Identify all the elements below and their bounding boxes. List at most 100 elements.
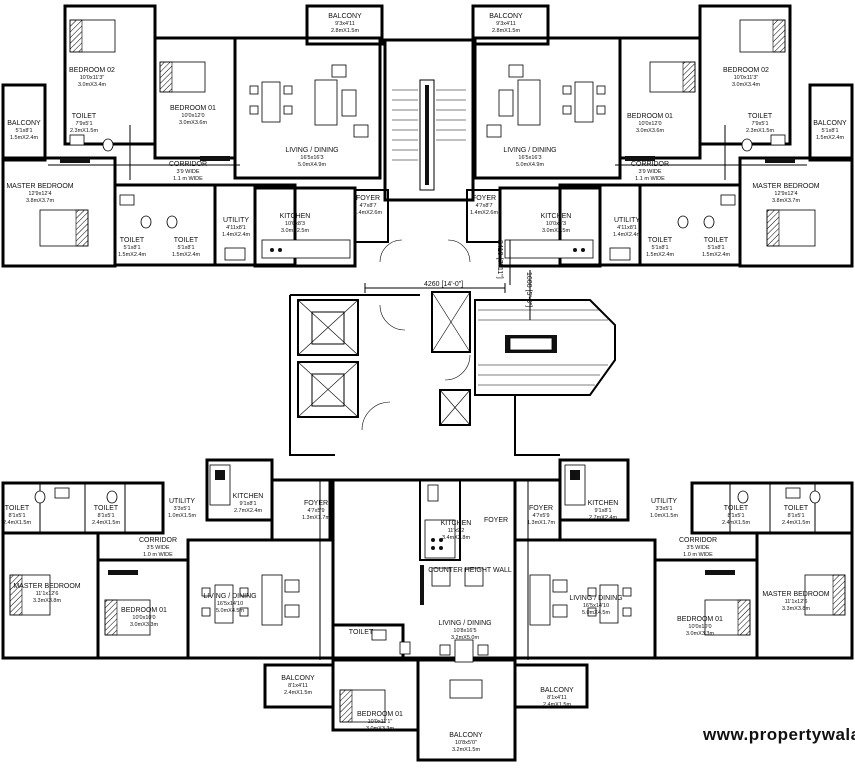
room-label-line: 3.0mX3.4m	[78, 82, 107, 88]
room-label-line: 10'0x12'0	[181, 113, 204, 119]
room-label-line: 1.4mX2.4m	[222, 232, 251, 238]
room-label-line: 4'11x8'1	[226, 225, 246, 231]
room-label-line: 3.2mX5.0m	[451, 635, 480, 641]
lobby-width-dimension: 4260 [14'-0"]	[424, 281, 463, 288]
watermark: www.propertywala.com	[702, 725, 855, 744]
room-label-line: LIVING / DINING	[285, 147, 338, 154]
room-label-line: 1.3mX1.7m	[302, 515, 331, 521]
room-label-line: 10'0x11'1"	[368, 719, 393, 725]
room-label-line: 3'3x5'1	[655, 506, 672, 512]
room-label-line: 2.4mX1.5m	[284, 690, 313, 696]
room-label-line: 8'1x4'11	[547, 695, 567, 701]
room-label-line: 3.0mX3.4m	[732, 82, 761, 88]
room-label-line: 8'1x5'1	[727, 513, 744, 519]
room-label-line: MASTER BEDROOM	[762, 591, 829, 598]
apartment-bottom-left	[1, 458, 335, 709]
room-label-line: BALCONY	[813, 120, 847, 127]
room-label-line: 5'1x8'1	[177, 245, 194, 251]
room-label-line: 8'1x5'1	[787, 513, 804, 519]
room-label-line: UTILITY	[169, 498, 195, 505]
room-label-line: 3'9 WIDE	[176, 169, 199, 175]
vertical-dimension-left: 2410 [7'-11"]	[496, 240, 503, 279]
room-label-line: 4'7x8'7	[359, 203, 376, 209]
room-label-line: 3.2mX1.5m	[452, 747, 481, 753]
room-label-line: 10'0x11'3"	[734, 75, 759, 81]
room-label-line: 3.4mX2.8m	[442, 535, 471, 541]
room-label-line: 5'1x8'1	[15, 128, 32, 134]
room-label-line: 10'8x16'5	[453, 628, 476, 634]
room-label-line: KITCHEN	[541, 213, 572, 220]
room-label-line: 10'0x10'0	[688, 624, 711, 630]
room-label-line: UTILITY	[223, 217, 249, 224]
room-label-line: 2.8mX1.5m	[492, 28, 521, 34]
room-label-line: 1.5mX2.4m	[10, 135, 39, 141]
room-label-line: BEDROOM 01	[121, 607, 167, 614]
room-label-line: 5.0mX4.9m	[298, 162, 327, 168]
room-label-line: 16'5x16'3	[300, 155, 323, 161]
room-label-line: 9'3x4'11	[335, 21, 355, 27]
room-label-line: 5'1x8'1	[707, 245, 724, 251]
apartment-top-left	[1, 4, 389, 268]
room-label-line: 8'1x4'11	[288, 683, 308, 689]
room-label-line: CORRIDOR	[169, 161, 207, 168]
room-label-line: TOILET	[72, 113, 97, 120]
central-core	[289, 38, 616, 456]
room-label-line: BEDROOM 02	[69, 67, 115, 74]
room-label-line: 12'9x12'4	[28, 191, 51, 197]
room-label-line: MASTER BEDROOM	[6, 183, 73, 190]
room-label-line: TOILET	[724, 505, 749, 512]
room-label-line: TOILET	[704, 237, 729, 244]
room-label-line: MASTER BEDROOM	[13, 583, 80, 590]
room-label-line: 11'1x12'6	[36, 591, 59, 597]
room-label-line: KITCHEN	[233, 493, 264, 500]
apartment-bottom-right	[513, 458, 854, 709]
room-label-line: 5.0mX4.9m	[516, 162, 545, 168]
room-label-line: 1.1 m WIDE	[173, 176, 203, 182]
room-label-line: CORRIDOR	[679, 537, 717, 544]
room-label-line: 2.4mX1.5m	[3, 520, 32, 526]
room-label-line: 16'5x14'10	[583, 603, 609, 609]
room-label-line: 9'1x8'1	[239, 501, 256, 507]
room-label-line: BEDROOM 02	[723, 67, 769, 74]
room-label-c-foyer: FOYER	[484, 517, 508, 524]
room-label-line: 1.5mX2.4m	[816, 135, 845, 141]
room-label-line: BALCONY	[7, 120, 41, 127]
room-label-line: 4'11x8'1	[617, 225, 637, 231]
room-label-line: 1.5mX2.4m	[646, 252, 675, 258]
room-label-line: 2.3mX1.5m	[746, 128, 775, 134]
room-label-line: 2.8mX1.5m	[331, 28, 360, 34]
room-label-line: 3.0mX3.3m	[686, 631, 715, 637]
room-label-line: 10'8x5'0"	[455, 740, 477, 746]
room-label-line: 5'1x8'1	[123, 245, 140, 251]
room-label-line: 3.0mX3.3m	[366, 726, 395, 732]
room-label-line: 5'1x8'1	[821, 128, 838, 134]
apartment-center-studio	[319, 478, 529, 762]
room-label-line: LIVING / DINING	[203, 593, 256, 600]
room-label-line: 3'9 WIDE	[638, 169, 661, 175]
room-label-line: 10'0x8'3	[285, 221, 305, 227]
room-label-line: 1.0 m WIDE	[683, 552, 713, 558]
